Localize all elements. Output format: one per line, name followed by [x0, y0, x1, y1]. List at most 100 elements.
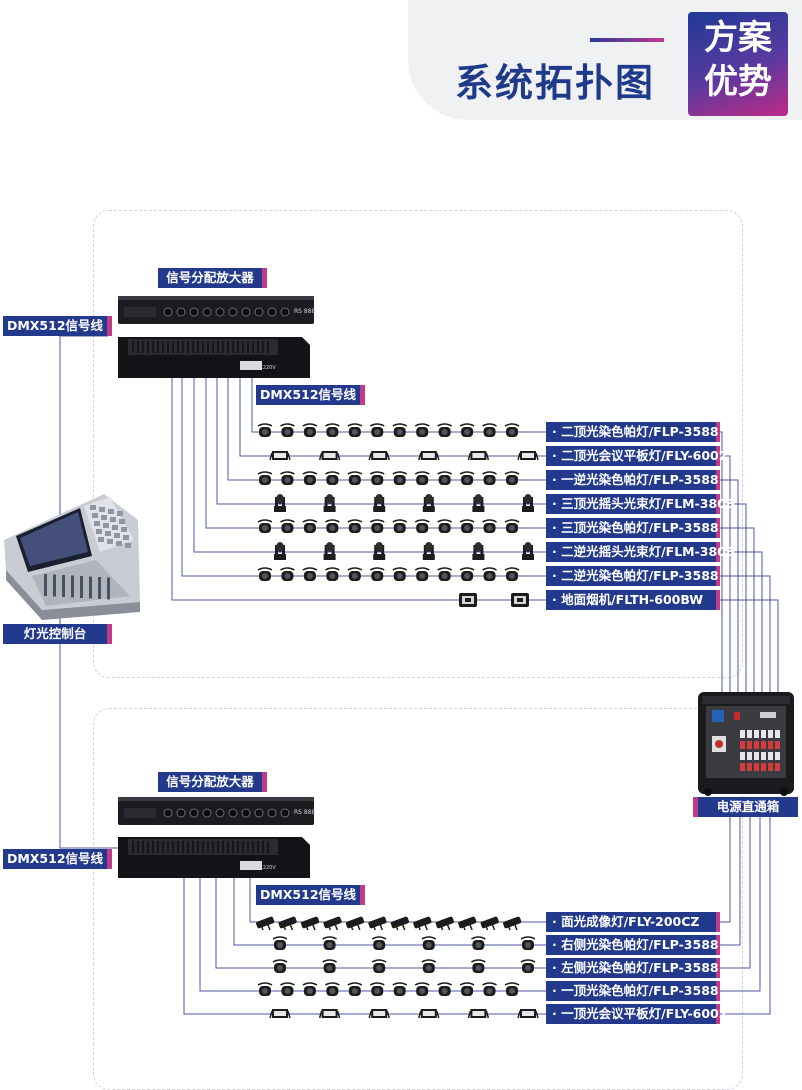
fixture-row	[257, 982, 520, 996]
fixture-row	[256, 916, 522, 931]
panel-light-icon	[418, 1009, 440, 1019]
panel-light-icon	[418, 451, 440, 461]
par-light-icon	[347, 471, 363, 485]
par-light-icon	[347, 567, 363, 581]
par-light-icon	[459, 423, 475, 437]
par-light-icon	[371, 936, 387, 950]
zone-top	[93, 210, 743, 678]
top-row-label: 二顶光染色帕灯/FLP-3588	[546, 422, 720, 442]
signal-amplifier-top: RS 888 AC220V	[118, 296, 316, 378]
par-light-icon	[369, 471, 385, 485]
top-row-label: 二逆光染色帕灯/FLP-3588	[546, 566, 720, 586]
console-label: 灯光控制台	[3, 624, 112, 644]
par-light-icon	[459, 471, 475, 485]
bottom-row-label: 右侧光染色帕灯/FLP-3588	[546, 935, 720, 955]
par-light-icon	[471, 959, 486, 973]
moving-head-icon	[472, 494, 485, 512]
par-light-icon	[520, 936, 536, 950]
par-light-icon	[504, 423, 520, 437]
par-light-icon	[482, 519, 497, 533]
power-box-label: 电源直通箱	[693, 797, 798, 817]
par-light-icon	[324, 567, 340, 581]
par-light-icon	[520, 959, 536, 973]
panel-light-icon	[269, 1009, 291, 1019]
par-light-icon	[482, 567, 497, 581]
par-light-icon	[280, 519, 295, 533]
fixture-row	[257, 567, 520, 581]
par-light-icon	[437, 982, 453, 996]
profile-spot-icon	[390, 916, 409, 931]
power-box-icon	[698, 692, 794, 796]
profile-spot-icon	[300, 916, 320, 931]
par-light-icon	[471, 936, 486, 950]
par-light-icon	[392, 471, 408, 485]
fixture-row	[257, 423, 520, 437]
par-light-icon	[257, 982, 273, 996]
par-light-icon	[414, 519, 430, 533]
par-light-icon	[324, 519, 340, 533]
par-light-icon	[280, 567, 295, 581]
amp-front-text: RS 888	[294, 308, 316, 315]
par-light-icon	[347, 519, 363, 533]
amp-back-text: AC220V	[256, 365, 276, 371]
par-light-icon	[322, 936, 337, 950]
profile-spot-icon	[503, 916, 522, 931]
fixture-row	[257, 519, 520, 533]
par-light-icon	[280, 471, 295, 485]
moving-head-icon	[373, 494, 386, 512]
profile-spot-icon	[345, 916, 365, 931]
par-light-icon	[414, 567, 430, 581]
par-light-icon	[414, 423, 430, 437]
dmx-mid-bottom-label: DMX512信号线	[256, 885, 365, 905]
title-accent-bar	[590, 38, 664, 42]
top-row-label: 一逆光染色帕灯/FLP-3588	[546, 470, 720, 490]
panel-light-icon	[368, 1009, 390, 1019]
par-light-icon	[302, 519, 318, 533]
moving-head-icon	[323, 542, 336, 560]
moving-head-icon	[373, 542, 386, 560]
dmx-left-top-label: DMX512信号线	[3, 316, 112, 336]
par-light-icon	[369, 982, 385, 996]
par-light-icon	[280, 982, 295, 996]
par-light-icon	[257, 567, 273, 581]
top-row-label: 地面烟机/FLTH-600BW	[546, 590, 720, 610]
panel-light-icon	[467, 1009, 490, 1019]
par-light-icon	[459, 519, 475, 533]
moving-head-icon	[472, 542, 485, 560]
profile-spot-icon	[323, 916, 342, 931]
par-light-icon	[392, 519, 408, 533]
par-light-icon	[272, 936, 288, 950]
fixture-row	[272, 936, 536, 950]
amp-bottom-label: 信号分配放大器	[158, 772, 267, 792]
fixtures-layer	[256, 423, 539, 1019]
par-light-icon	[392, 567, 408, 581]
par-light-icon	[459, 567, 475, 581]
par-light-icon	[257, 519, 273, 533]
profile-spot-icon	[413, 916, 432, 931]
dmx-mid-top-label: DMX512信号线	[256, 385, 365, 405]
moving-head-icon	[522, 542, 534, 560]
signal-amplifier-bottom: RS 888 AC220V	[118, 797, 316, 878]
amp-front-text: RS 888	[294, 809, 316, 816]
page-title: 系统拓扑图	[455, 61, 656, 105]
par-light-icon	[504, 519, 520, 533]
par-light-icon	[437, 471, 453, 485]
fixture-row	[269, 1009, 539, 1019]
panel-light-icon	[467, 451, 490, 461]
par-light-icon	[371, 959, 387, 973]
top-row-label: 三顶光摇头光束灯/FLM-380B	[546, 494, 735, 514]
par-light-icon	[482, 423, 497, 437]
profile-spot-icon	[278, 916, 297, 931]
par-light-icon	[421, 936, 437, 950]
panel-light-icon	[318, 451, 341, 461]
par-light-icon	[302, 567, 318, 581]
fixture-row	[257, 471, 520, 485]
par-light-icon	[302, 471, 318, 485]
par-light-icon	[280, 423, 295, 437]
par-light-icon	[347, 982, 363, 996]
moving-head-icon	[422, 542, 435, 560]
panel-light-icon	[517, 1009, 539, 1019]
par-light-icon	[421, 959, 437, 973]
par-light-icon	[322, 959, 337, 973]
